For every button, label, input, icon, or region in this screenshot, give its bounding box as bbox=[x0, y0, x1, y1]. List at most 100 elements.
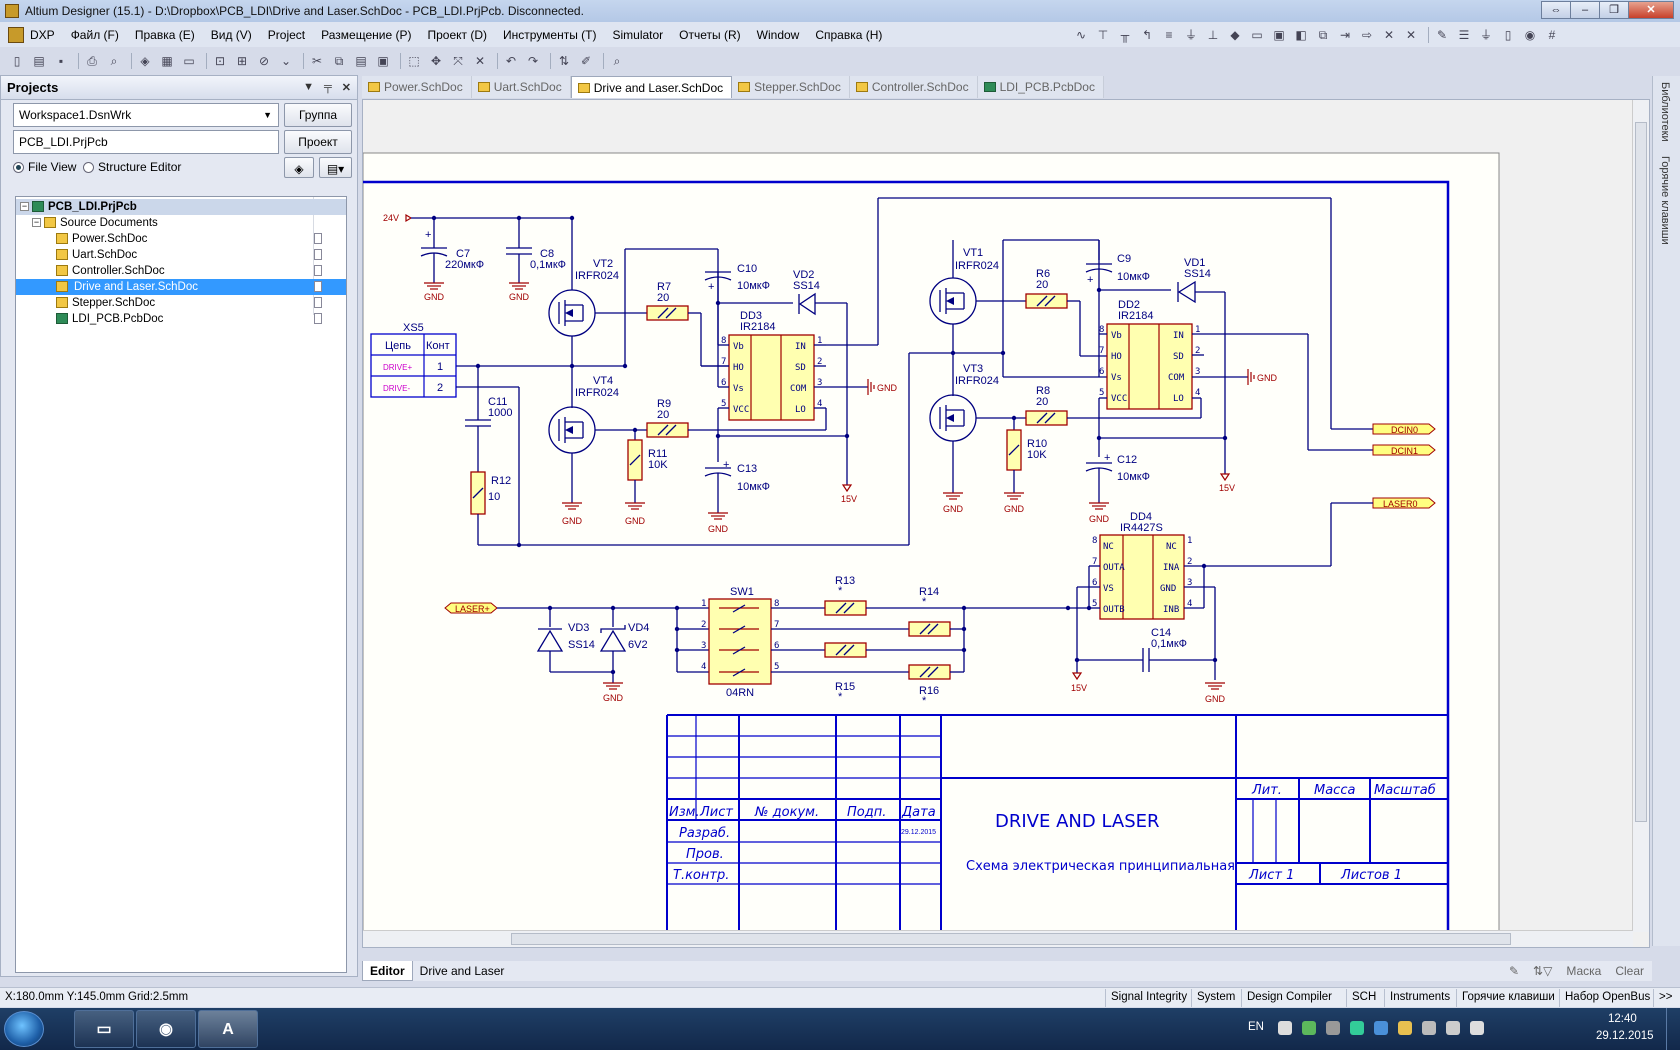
drawing-tools-icon[interactable]: ✎ bbox=[1436, 28, 1448, 42]
board-icon[interactable]: ▭ bbox=[183, 54, 195, 68]
tray-app-icon[interactable] bbox=[1374, 1021, 1388, 1035]
file-view-radio[interactable]: File View bbox=[13, 160, 76, 174]
structure-editor-radio[interactable]: Structure Editor bbox=[83, 160, 181, 174]
sheet-symbol-icon[interactable]: ▭ bbox=[1251, 28, 1263, 42]
harness-connector-icon[interactable]: ⧉ bbox=[1318, 28, 1328, 42]
port-icon[interactable]: ⇨ bbox=[1361, 28, 1373, 42]
undo-icon[interactable]: ↶ bbox=[505, 54, 517, 68]
zoom-selected-icon[interactable]: ⊘ bbox=[258, 54, 270, 68]
digital-objects-icon[interactable]: ▯ bbox=[1504, 28, 1512, 42]
tab-drive-and-laser[interactable]: Drive and Laser.SchDoc bbox=[570, 76, 733, 98]
zoom-dropdown-icon[interactable]: ⌄ bbox=[280, 54, 292, 68]
tray-app-icon[interactable] bbox=[1350, 1021, 1364, 1035]
new-file-icon[interactable]: ▯ bbox=[13, 54, 21, 68]
language-indicator[interactable]: EN bbox=[1248, 1021, 1264, 1033]
tray-app-icon[interactable] bbox=[1326, 1021, 1340, 1035]
tab-drive-and-laser-doc[interactable]: Drive and Laser bbox=[419, 964, 505, 978]
tab-ldi-pcb[interactable]: LDI_PCB.PcbDoc bbox=[977, 76, 1104, 98]
part-icon[interactable]: ◆ bbox=[1230, 28, 1240, 42]
align-tools-icon[interactable]: ☰ bbox=[1458, 28, 1470, 42]
menu-place[interactable]: Размещение (P) bbox=[321, 27, 412, 42]
panel-system[interactable]: System bbox=[1191, 989, 1240, 1007]
grid-icon[interactable]: # bbox=[1548, 28, 1556, 42]
harness-entry-icon[interactable]: ⇥ bbox=[1339, 28, 1351, 42]
firefox-task[interactable]: ◉ bbox=[136, 1010, 196, 1048]
libraries-panel-tab[interactable]: Библиотеки bbox=[1659, 82, 1671, 142]
power-objects-icon[interactable]: ⏚ bbox=[1479, 28, 1492, 42]
tab-editor[interactable]: Editor bbox=[362, 961, 413, 981]
save-icon[interactable]: ▪ bbox=[58, 54, 64, 68]
panel-menu-icon[interactable]: ▼ bbox=[303, 81, 314, 93]
cross-probe-icon[interactable]: ✐ bbox=[580, 54, 592, 68]
tree-item-doc-selected[interactable]: Drive and Laser.SchDoc bbox=[16, 279, 346, 295]
open-folder-icon[interactable]: ▤ bbox=[33, 54, 45, 68]
panel-more[interactable]: >> bbox=[1653, 989, 1677, 1007]
tab-controller[interactable]: Controller.SchDoc bbox=[849, 76, 978, 98]
altium-task[interactable]: A bbox=[198, 1010, 258, 1048]
horizontal-scrollbar[interactable] bbox=[363, 930, 1633, 947]
tree-item-doc[interactable]: Uart.SchDoc bbox=[16, 247, 346, 263]
paste-icon[interactable]: ▤ bbox=[355, 54, 367, 68]
compile-icon[interactable]: ◈ bbox=[284, 157, 314, 178]
panel-signal-integrity[interactable]: Signal Integrity bbox=[1105, 989, 1192, 1007]
panel-design-compiler[interactable]: Design Compiler bbox=[1241, 989, 1337, 1007]
menu-dxp[interactable]: DXP bbox=[30, 27, 55, 42]
device-sheet-icon[interactable]: ◧ bbox=[1295, 28, 1307, 42]
scroll-thumb[interactable] bbox=[511, 933, 1511, 945]
move-icon[interactable]: ✥ bbox=[430, 54, 442, 68]
start-button[interactable] bbox=[4, 1011, 44, 1047]
tree-item-doc[interactable]: Stepper.SchDoc bbox=[16, 295, 346, 311]
panel-instruments[interactable]: Instruments bbox=[1384, 989, 1455, 1007]
sheet-entry-icon[interactable]: ▣ bbox=[1273, 28, 1285, 42]
schematic-sheet[interactable]: .w { stroke: #000080; stroke-width: 1.3;… bbox=[363, 100, 1650, 948]
tree-item-project[interactable]: − PCB_LDI.PrjPcb bbox=[16, 199, 346, 215]
minimize-button[interactable]: – bbox=[1570, 1, 1600, 19]
menu-design[interactable]: Проект (D) bbox=[427, 27, 487, 42]
project-button[interactable]: Проект bbox=[284, 130, 352, 154]
menu-tools[interactable]: Инструменты (T) bbox=[503, 27, 597, 42]
browse-components-icon[interactable]: ⌕ bbox=[613, 54, 621, 68]
menu-help[interactable]: Справка (H) bbox=[815, 27, 883, 42]
workspace-select[interactable]: Workspace1.DsnWrk ▼ bbox=[13, 103, 279, 127]
copy-icon[interactable]: ⧉ bbox=[334, 54, 344, 68]
restore-layout-button[interactable]: ⇔ bbox=[1541, 1, 1571, 19]
pencil-icon[interactable]: ✎ bbox=[1508, 964, 1520, 978]
panel-sch[interactable]: SCH bbox=[1346, 989, 1381, 1007]
menu-window[interactable]: Window bbox=[756, 27, 800, 42]
tree-item-doc[interactable]: Controller.SchDoc bbox=[16, 263, 346, 279]
panel-hotkeys[interactable]: Горячие клавиши bbox=[1456, 989, 1560, 1007]
zoom-area-icon[interactable]: ⊞ bbox=[236, 54, 248, 68]
collapse-icon[interactable]: − bbox=[32, 217, 41, 227]
wire-icon[interactable]: ∿ bbox=[1075, 28, 1087, 42]
no-erc-icon[interactable]: ✕ bbox=[1383, 28, 1395, 42]
project-field[interactable]: PCB_LDI.PrjPcb bbox=[13, 130, 279, 154]
menu-reports[interactable]: Отчеты (R) bbox=[679, 27, 741, 42]
maximize-button[interactable]: ❐ bbox=[1599, 1, 1629, 19]
gnd-port-icon[interactable]: ⏚ bbox=[1184, 28, 1197, 42]
clock-date[interactable]: 29.12.2015 bbox=[1596, 1030, 1654, 1042]
device-icon[interactable]: ▦ bbox=[161, 54, 173, 68]
layers-icon[interactable]: ◈ bbox=[140, 54, 150, 68]
tab-stepper[interactable]: Stepper.SchDoc bbox=[732, 76, 850, 98]
print-icon[interactable]: ⎙ bbox=[87, 54, 97, 68]
group-button[interactable]: Группа bbox=[284, 103, 352, 127]
hotkeys-panel-tab[interactable]: Горячие клавиши bbox=[1659, 156, 1671, 245]
net-label-icon[interactable]: ≡ bbox=[1165, 28, 1173, 42]
clock-time[interactable]: 12:40 bbox=[1608, 1013, 1637, 1025]
clear-button[interactable]: Clear bbox=[1615, 964, 1644, 978]
scroll-thumb[interactable] bbox=[1635, 122, 1647, 822]
tree-item-folder[interactable]: − Source Documents bbox=[16, 215, 346, 231]
mask-button[interactable]: Маска bbox=[1566, 964, 1602, 978]
sim-sources-icon[interactable]: ◉ bbox=[1524, 28, 1536, 42]
signal-harness-icon[interactable]: ↰ bbox=[1141, 28, 1153, 42]
hierarchy-icon[interactable]: ⇅ bbox=[558, 54, 570, 68]
menu-view[interactable]: Вид (V) bbox=[210, 27, 252, 42]
clear-filter-icon[interactable]: ✕ bbox=[474, 54, 486, 68]
zoom-fit-icon[interactable]: ⊡ bbox=[214, 54, 226, 68]
deselect-icon[interactable]: ⤧ bbox=[453, 54, 463, 68]
vcc-port-icon[interactable]: ⊥ bbox=[1207, 28, 1219, 42]
schematic-editor[interactable]: .w { stroke: #000080; stroke-width: 1.3;… bbox=[362, 99, 1650, 948]
tray-up-icon[interactable] bbox=[1278, 1021, 1292, 1035]
cut-icon[interactable]: ✂ bbox=[311, 54, 323, 68]
volume-icon[interactable] bbox=[1470, 1021, 1484, 1035]
